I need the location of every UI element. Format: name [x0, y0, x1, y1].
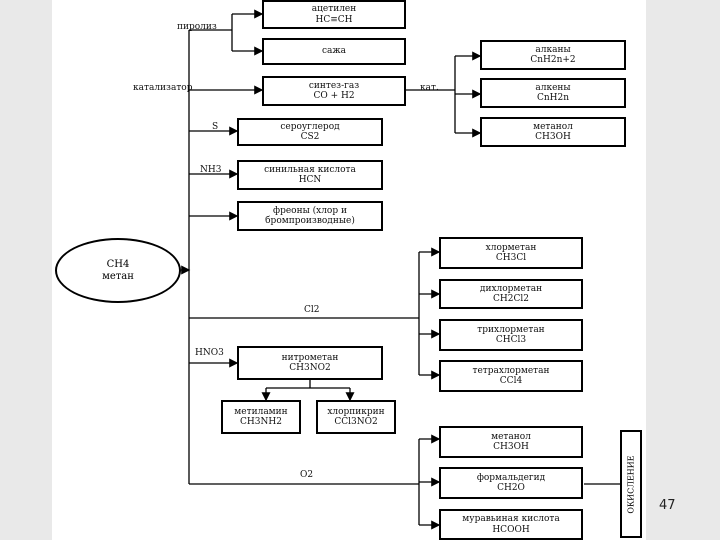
box-dichloromethane-name: дихлорметан [479, 283, 543, 294]
box-soot-name: сажа [321, 46, 347, 57]
box-cs2-name: сероуглерод [280, 121, 340, 132]
box-trichloromethane-formula: CHCl3 [495, 335, 527, 345]
box-trichloromethane: трихлорметан CHCl3 [439, 319, 583, 351]
box-methanol-formula: CH3OH [493, 442, 529, 452]
box-formaldehyde-name: формальдегид [476, 472, 546, 483]
box-tetrachloromethane: тетрахлорметан CCl4 [439, 360, 583, 392]
box-chloropicrin-name: хлорпикрин [327, 406, 385, 417]
edge-label-cl2: Cl2 [304, 305, 320, 315]
box-formic-acid: муравьиная кислота HCOOH [439, 509, 583, 540]
box-acetylene-name: ацетилен [311, 4, 357, 15]
box-formic-acid-formula: HCOOH [492, 524, 530, 535]
box-soot: сажа [262, 38, 406, 65]
box-cs2-formula: CS2 [300, 132, 320, 142]
box-acetylene-formula: HC≡CH [315, 14, 353, 25]
box-hcn-formula: HCN [298, 175, 322, 185]
box-chloromethane-name: хлорметан [485, 242, 537, 253]
box-nitromethane: нитрометан CH3NO2 [237, 346, 383, 380]
edge-label-hno3: HNO3 [195, 348, 224, 358]
box-hcn: синильная кислота HCN [237, 160, 383, 190]
box-nitromethane-formula: CH3NO2 [289, 363, 331, 373]
methane-formula: CH4 [106, 258, 130, 270]
methane-node: CH4 метан [55, 238, 181, 303]
box-hcn-name: синильная кислота [264, 164, 356, 175]
box-formaldehyde: формальдегид CH2O [439, 467, 583, 499]
box-methanol-name: метанол [491, 431, 531, 442]
edge-label-catalyst: катализатор [133, 83, 193, 93]
oxidation-side-box: ОКИСЛЕНИЕ [620, 430, 642, 538]
box-dichloromethane: дихлорметан CH2Cl2 [439, 279, 583, 309]
box-alkanes-name: алканы [535, 44, 571, 55]
box-acetylene: ацетилен HC≡CH [262, 0, 406, 29]
box-tetrachloromethane-formula: CCl4 [499, 376, 523, 386]
box-methanol-top-name: метанол [533, 121, 573, 132]
box-methanol-top-formula: CH3OH [535, 132, 571, 142]
box-chloropicrin: хлорпикрин CCl3NO2 [316, 400, 396, 434]
edge-label-s: S [212, 122, 219, 132]
box-alkenes: алкены CnH2n [480, 78, 626, 108]
box-chloromethane: хлорметан CH3Cl [439, 237, 583, 269]
box-syngas: синтез-газ CO + H2 [262, 76, 406, 106]
edge-label-pyrolysis: пиролиз [177, 22, 217, 32]
box-syngas-name: синтез-газ [308, 80, 360, 91]
edge-label-nh3: NH3 [200, 165, 222, 175]
box-freon-line2: бромпроизводные) [265, 216, 355, 226]
box-alkanes-formula: CnH2n+2 [530, 55, 576, 65]
box-formaldehyde-formula: CH2O [497, 483, 525, 493]
box-alkenes-formula: CnH2n [536, 93, 570, 103]
oxidation-label: ОКИСЛЕНИЕ [626, 454, 636, 514]
box-cs2: сероуглерод CS2 [237, 118, 383, 146]
methane-name: метан [102, 270, 134, 282]
box-freon-line1: фреоны (хлор и [273, 205, 347, 216]
box-chloromethane-formula: CH3Cl [495, 253, 527, 263]
box-methylamine: метиламин CH3NH2 [221, 400, 301, 434]
edge-label-o2: O2 [300, 470, 314, 480]
box-methylamine-formula: CH3NH2 [240, 417, 282, 427]
edge-label-kat: кат. [420, 83, 439, 93]
page-number: 47 [659, 498, 676, 513]
box-alkenes-name: алкены [535, 82, 571, 93]
box-syngas-formula: CO + H2 [313, 91, 355, 101]
box-methylamine-name: метиламин [234, 406, 288, 417]
box-methanol: метанол CH3OH [439, 426, 583, 458]
box-dichloromethane-formula: CH2Cl2 [493, 294, 529, 304]
box-freon: фреоны (хлор и бромпроизводные) [237, 201, 383, 231]
box-tetrachloromethane-name: тетрахлорметан [472, 365, 550, 376]
box-alkanes: алканы CnH2n+2 [480, 40, 626, 70]
box-nitromethane-name: нитрометан [281, 352, 339, 363]
box-methanol-top: метанол CH3OH [480, 117, 626, 147]
box-formic-acid-name: муравьиная кислота [462, 514, 560, 525]
box-trichloromethane-name: трихлорметан [477, 324, 545, 335]
box-chloropicrin-formula: CCl3NO2 [334, 417, 378, 427]
